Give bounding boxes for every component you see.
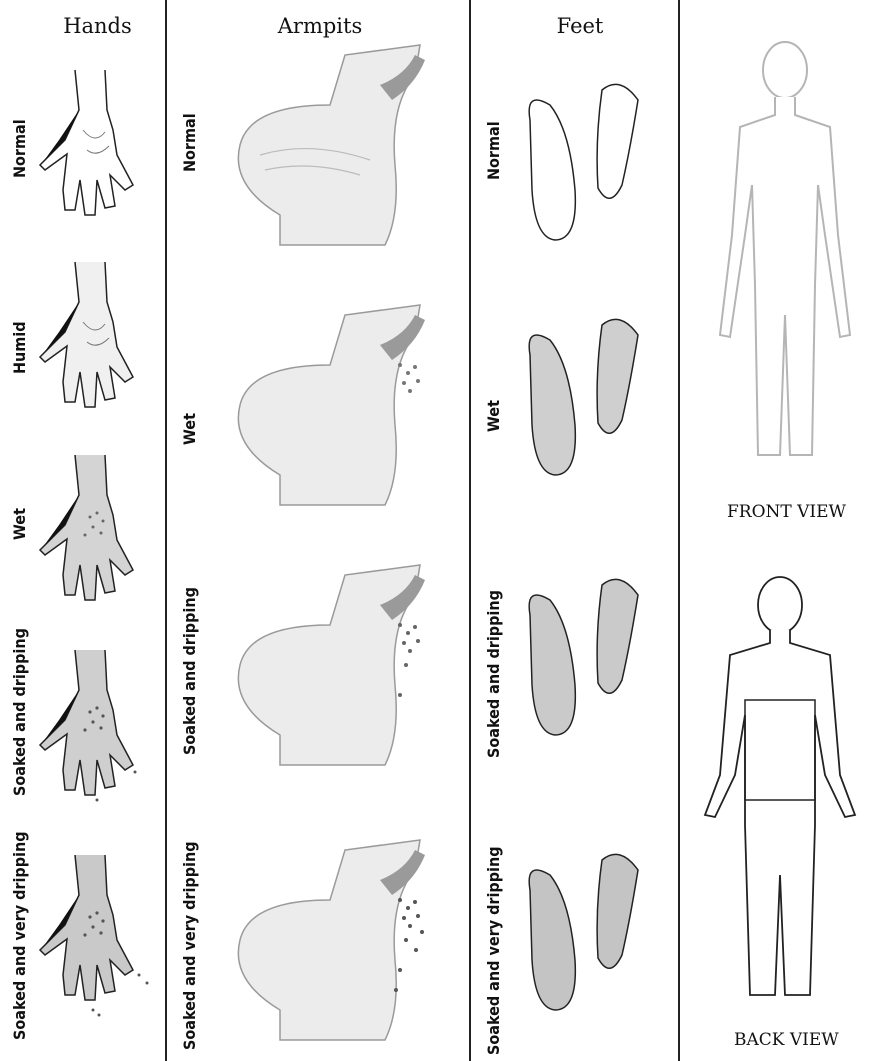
armpit-illustration-very [220,840,450,1045]
front-view-caption: FRONT VIEW [727,502,846,522]
hand-illustration-soaked [35,650,150,805]
hand-illustration-normal [35,70,140,220]
feet-label-wet: Wet [484,400,503,432]
feet-label-very: Soaked and very dripping [484,846,503,1055]
hand-illustration-humid [35,262,140,412]
hands-label-normal: Normal [10,119,29,178]
feet-label-normal: Normal [484,121,503,180]
hands-label-wet: Wet [10,508,29,540]
back-view-caption: BACK VIEW [734,1030,839,1050]
hands-label-humid: Humid [10,321,29,374]
armpit-illustration-wet [220,305,450,510]
hand-illustration-very [35,855,155,1020]
divider-2 [469,0,471,1061]
armpits-label-soaked: Soaked and dripping [180,587,199,755]
armpit-illustration-normal [220,45,450,250]
body-back-illustration [690,575,870,1025]
feet-label-soaked: Soaked and dripping [484,590,503,758]
header-armpits: Armpits [230,14,410,38]
header-feet: Feet [520,14,640,38]
armpits-label-normal: Normal [180,113,199,172]
feet-illustration-soaked [510,565,660,745]
feet-illustration-normal [510,70,660,245]
hands-label-very: Soaked and very dripping [10,831,29,1040]
armpits-label-very: Soaked and very dripping [180,841,199,1050]
divider-3 [678,0,680,1061]
divider-1 [165,0,167,1061]
hand-illustration-wet [35,455,140,605]
armpits-label-wet: Wet [180,413,199,445]
feet-illustration-wet [510,305,660,480]
hands-label-soaked: Soaked and dripping [10,628,29,796]
feet-illustration-very [510,840,660,1020]
header-hands: Hands [40,14,155,38]
body-front-illustration [700,35,870,495]
armpit-illustration-soaked [220,565,450,770]
